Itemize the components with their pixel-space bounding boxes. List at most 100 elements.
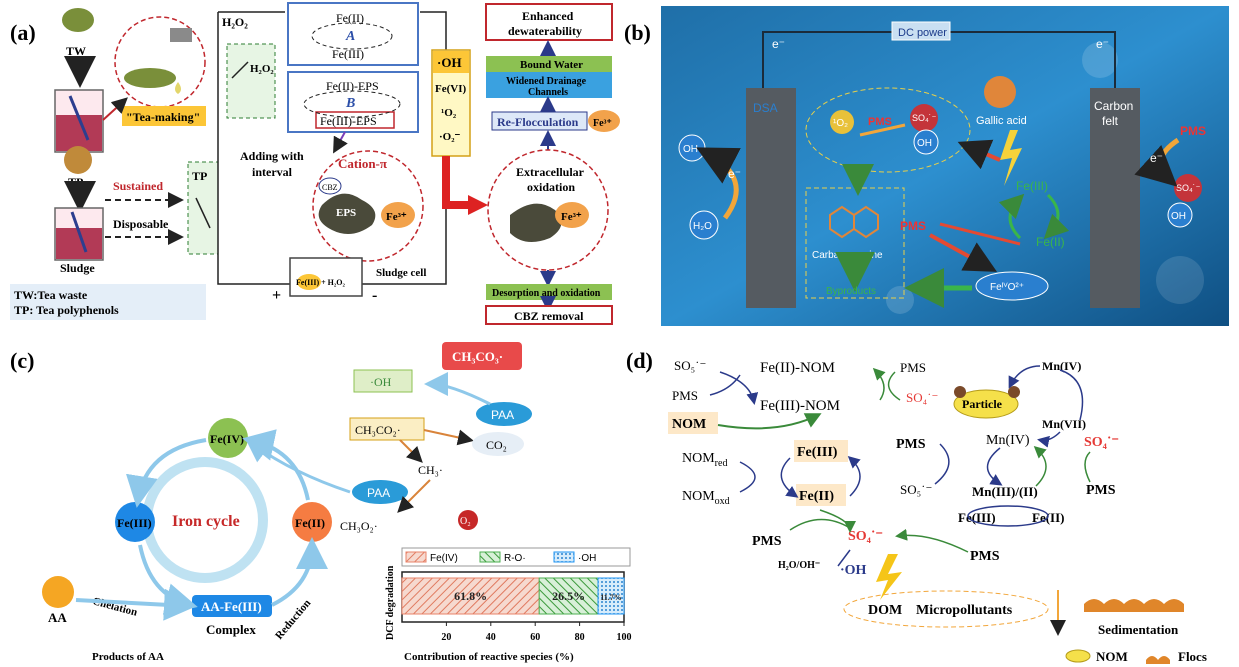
cbz-removal-label: CBZ removal: [514, 309, 584, 323]
e-mid-right: e⁻: [1150, 151, 1163, 165]
cycle-a-loop: [311, 22, 393, 50]
flocs-legend-icon: [1146, 656, 1170, 664]
bar-segment-1: [401, 577, 540, 615]
minus-sign: -: [372, 287, 377, 304]
ch3co3-label: CH₃CO₃·: [452, 349, 503, 364]
nom-label: NOM: [672, 417, 706, 432]
fe3-ellipse-ext: [555, 202, 589, 228]
paa-mid-ellipse: [352, 480, 408, 504]
arrow-pms-left: [709, 374, 741, 396]
nom-legend-icon: [1065, 649, 1091, 663]
gallic-acid-molecule: [984, 76, 1016, 108]
cycle-a-letter: A: [345, 29, 355, 44]
panel-a: (a) TW "Tea-making" TP Sludge Sustained …: [10, 2, 620, 325]
arrow-pms5-so4: [895, 528, 969, 553]
arrow-aa-complex: [75, 588, 196, 621]
tp-switch-label: TP: [192, 169, 207, 183]
arrow-ch3co2-ch3: [399, 439, 423, 463]
panel-c-label: (c): [10, 348, 34, 373]
enhanced-line-1: Enhanced: [522, 9, 574, 23]
pms-d-5: PMS: [970, 549, 1000, 564]
legend-swatch-2: [479, 551, 501, 563]
x-tick-label: 60: [530, 632, 540, 643]
red-arrow-fe3: [957, 139, 1001, 170]
arrow-fe2-so4: [819, 509, 856, 533]
bound-water-label: Bound Water: [520, 59, 583, 71]
fe3b-label: Fe(III): [958, 510, 996, 525]
arrow-mn32-mn4: [1033, 445, 1047, 487]
oh-d: ·OH: [840, 563, 867, 578]
arrow-beaker-to-tea: [102, 97, 128, 121]
so4-d-3: SO₄˙⁻: [1084, 435, 1119, 450]
bar-chart: DCF degradation Contribution of reactive…: [385, 547, 632, 663]
widened-box: [486, 72, 612, 98]
cycle-b-loop: [303, 90, 401, 118]
legend-nom: NOM: [1096, 649, 1128, 664]
fe-mn-loop: [967, 505, 1049, 527]
cycle-a-top: Fe(II): [336, 11, 364, 25]
reactive-species-0: ·OH: [437, 55, 462, 70]
pms-d-4: PMS: [896, 437, 926, 452]
fe2nom-label: Fe(II)-NOM: [760, 360, 835, 376]
carbon-line-1: Carbon: [1094, 99, 1133, 113]
chart-ylabel: DCF degradation: [385, 565, 396, 640]
sludge-label: Sludge: [60, 261, 95, 275]
h2o2-switch-box: [226, 43, 276, 119]
widened-line-1: Widened Drainage: [506, 76, 587, 87]
pms-right: PMS: [1180, 124, 1206, 138]
co2-label: CO₂: [486, 438, 507, 452]
nom-highlight: [668, 412, 718, 434]
arrow-mn7-mn4: [1037, 431, 1061, 448]
panel-b-label: (b): [624, 20, 651, 45]
x-tick-label: 20: [441, 632, 451, 643]
stirrer-1: [68, 95, 90, 141]
fe2-d-label: Fe(II): [799, 489, 834, 504]
cell-text: Fe(III) + H₂O₂: [296, 278, 346, 287]
legend-tp: TP: Tea polyphenols: [14, 303, 119, 317]
tp-powder-icon: [64, 146, 92, 174]
tp-label: TP: [68, 175, 83, 189]
dc-wire: [762, 31, 1116, 95]
sludge-cell-label: Sludge cell: [376, 267, 426, 279]
bar-segment-2: [538, 577, 599, 615]
x-tick-label: 80: [575, 632, 585, 643]
nom-oxd: NOMoxd: [682, 489, 730, 507]
fe2-sphere: [292, 502, 332, 542]
tp-switch-box: [187, 161, 219, 255]
arrow-fe2-fe3-d: [847, 455, 861, 497]
o2-ellipse-region: [805, 87, 971, 173]
h2o-label: H₂O: [693, 221, 712, 232]
adding-with-label: Adding with: [240, 149, 304, 163]
reactive-species-1: Fe(VI): [435, 83, 466, 95]
widened-line-2: Channels: [528, 87, 568, 98]
paa-top-ellipse: [476, 402, 532, 426]
mn-dot-2: [1008, 386, 1020, 398]
cation-pi-label: Cation-π: [338, 156, 387, 171]
arrow-paa-top: [424, 372, 491, 406]
bubble: [1156, 256, 1204, 304]
fe3-sphere: [115, 502, 155, 542]
legend-tw: TW:Tea waste: [14, 288, 88, 302]
chelation-label: Chelation: [91, 595, 138, 618]
feivo-label: FeᴵⱽO²⁺: [990, 282, 1024, 293]
fe3-label-b: Fe(III): [1016, 179, 1048, 193]
o2-sphere: [458, 510, 478, 530]
bar-data-label-2: 26.5%: [552, 589, 585, 603]
legend-box-a: [10, 284, 206, 320]
dc-power-label: DC power: [898, 27, 947, 39]
arrow-pms-so4-d1: [887, 371, 901, 401]
reflocculation-label: Re-Flocculation: [497, 115, 579, 129]
arrow-mn4top: [1008, 365, 1041, 389]
legend-entry-1: Fe(IV): [430, 553, 458, 564]
arrow-complex-fe2: [271, 537, 328, 607]
co2-cloud: [472, 432, 524, 456]
mn32-label: Mn(III)/(II): [972, 484, 1038, 499]
feivo-bubble: [975, 271, 1049, 301]
h2o-bubble: [689, 210, 719, 240]
cycle-b-top: Fe(II)-EPS: [326, 79, 379, 93]
sedimentation-label: Sedimentation: [1098, 622, 1179, 637]
arrow-pms4-so5: [934, 443, 950, 485]
aa-label: AA: [48, 610, 67, 625]
arrow-nom-fe3nom: [717, 413, 822, 430]
tea-waste-icon: [62, 8, 94, 32]
